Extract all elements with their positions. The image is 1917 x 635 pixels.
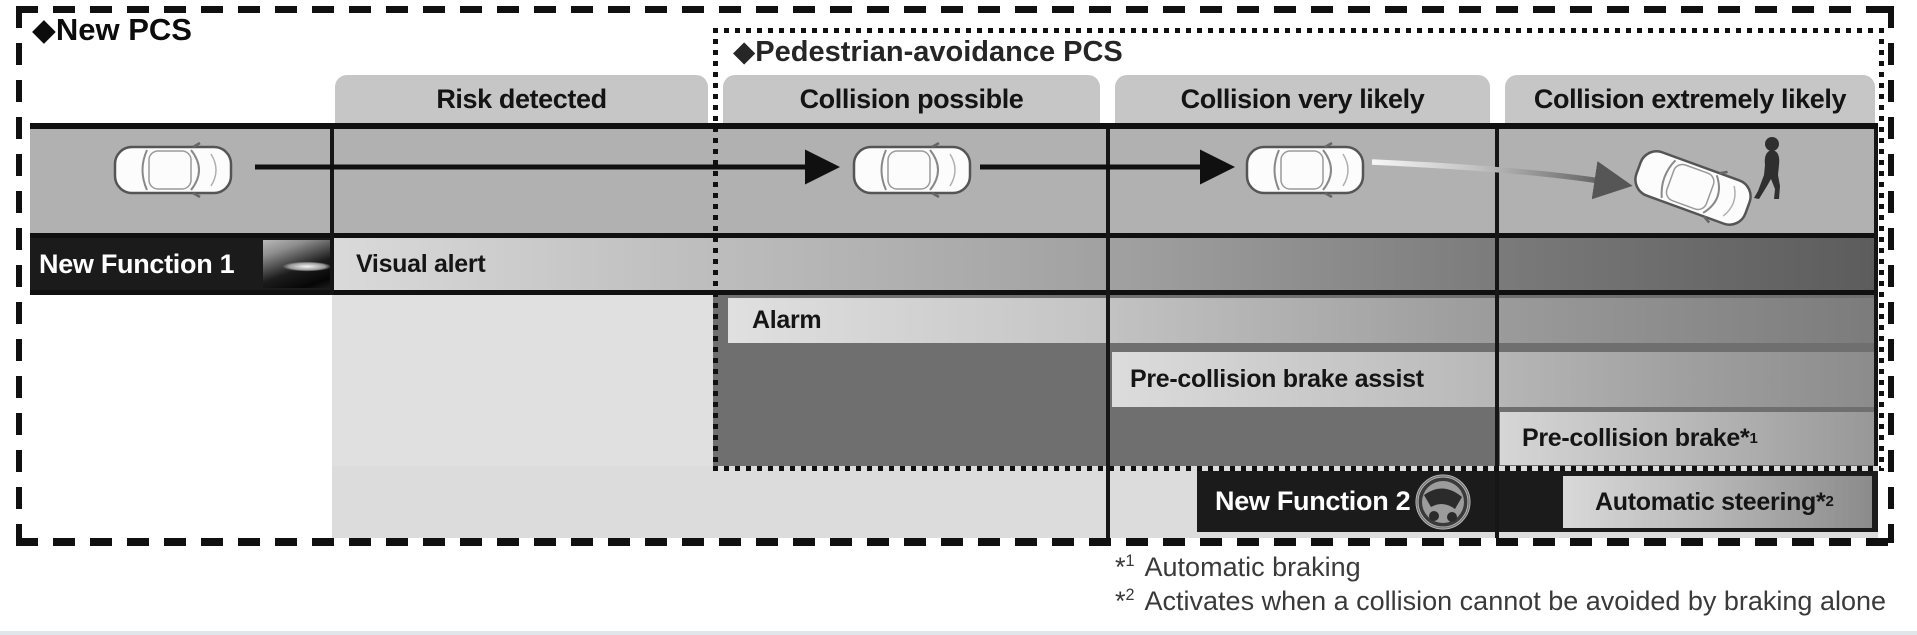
footnote-1-text: Automatic braking [1144,552,1361,582]
column-header-risk-detected: Risk detected [335,75,708,123]
new-pcs-border-right [1888,6,1894,543]
automatic-steering-bar: Automatic steering*2 [1563,476,1872,528]
hud-highlight [274,260,341,273]
column-line [330,129,334,295]
alarm-label: Alarm [752,306,822,334]
new-pcs-border-left [16,6,22,543]
pedestrian-pcs-border-right [1879,28,1884,471]
steering-wheel-icon [1415,474,1471,530]
column-header-collision-extremely-likely: Collision extremely likely [1505,75,1875,123]
pre-collision-brake-label: Pre-collision brake* [1522,424,1750,452]
pre-collision-brake-bar: Pre-collision brake*1 [1500,412,1878,465]
new-pcs-title: ◆New PCS [32,12,192,47]
table-right-border [1874,129,1878,466]
column-header-collision-possible: Collision possible [723,75,1100,123]
window-bottom-edge [0,631,1917,635]
pedestrian-avoidance-pcs-title: ◆Pedestrian-avoidance PCS [733,36,1123,68]
pedestrian-pcs-border-top [713,28,1881,33]
visual-alert-label: Visual alert [356,249,486,278]
new-function-1-label: New Function 1 [39,248,235,279]
table-top-border [30,123,1878,129]
footnote-2: *2 Activates when a collision cannot be a… [1115,586,1886,617]
footnote-2-text: Activates when a collision cannot be avo… [1144,586,1887,616]
alarm-bar: Alarm [728,298,1878,343]
new-pcs-border-top [16,6,1894,13]
new-function-2-label: New Function 2 [1215,486,1411,516]
pedestrian-pcs-border-bottom [713,466,1881,471]
column-line [1106,129,1110,538]
cars-row [30,129,1878,233]
visual-alert-bar: Visual alert [332,238,1878,290]
column-line [1495,129,1499,538]
pre-collision-brake-assist-label: Pre-collision brake assist [1130,365,1424,393]
column-header-collision-very-likely: Collision very likely [1115,75,1490,123]
new-pcs-border-bottom [16,538,1894,546]
pedestrian-pcs-border-left [713,28,718,471]
row-border [30,290,1878,295]
automatic-steering-label: Automatic steering* [1595,487,1826,516]
footnote-1: *1 Automatic braking [1115,552,1361,583]
footnote-2-ref: *2 [1115,586,1135,616]
footnote-1-ref: *1 [1115,552,1135,582]
new-function-1-cell: New Function 1 [30,238,357,290]
row-border [30,233,1878,238]
